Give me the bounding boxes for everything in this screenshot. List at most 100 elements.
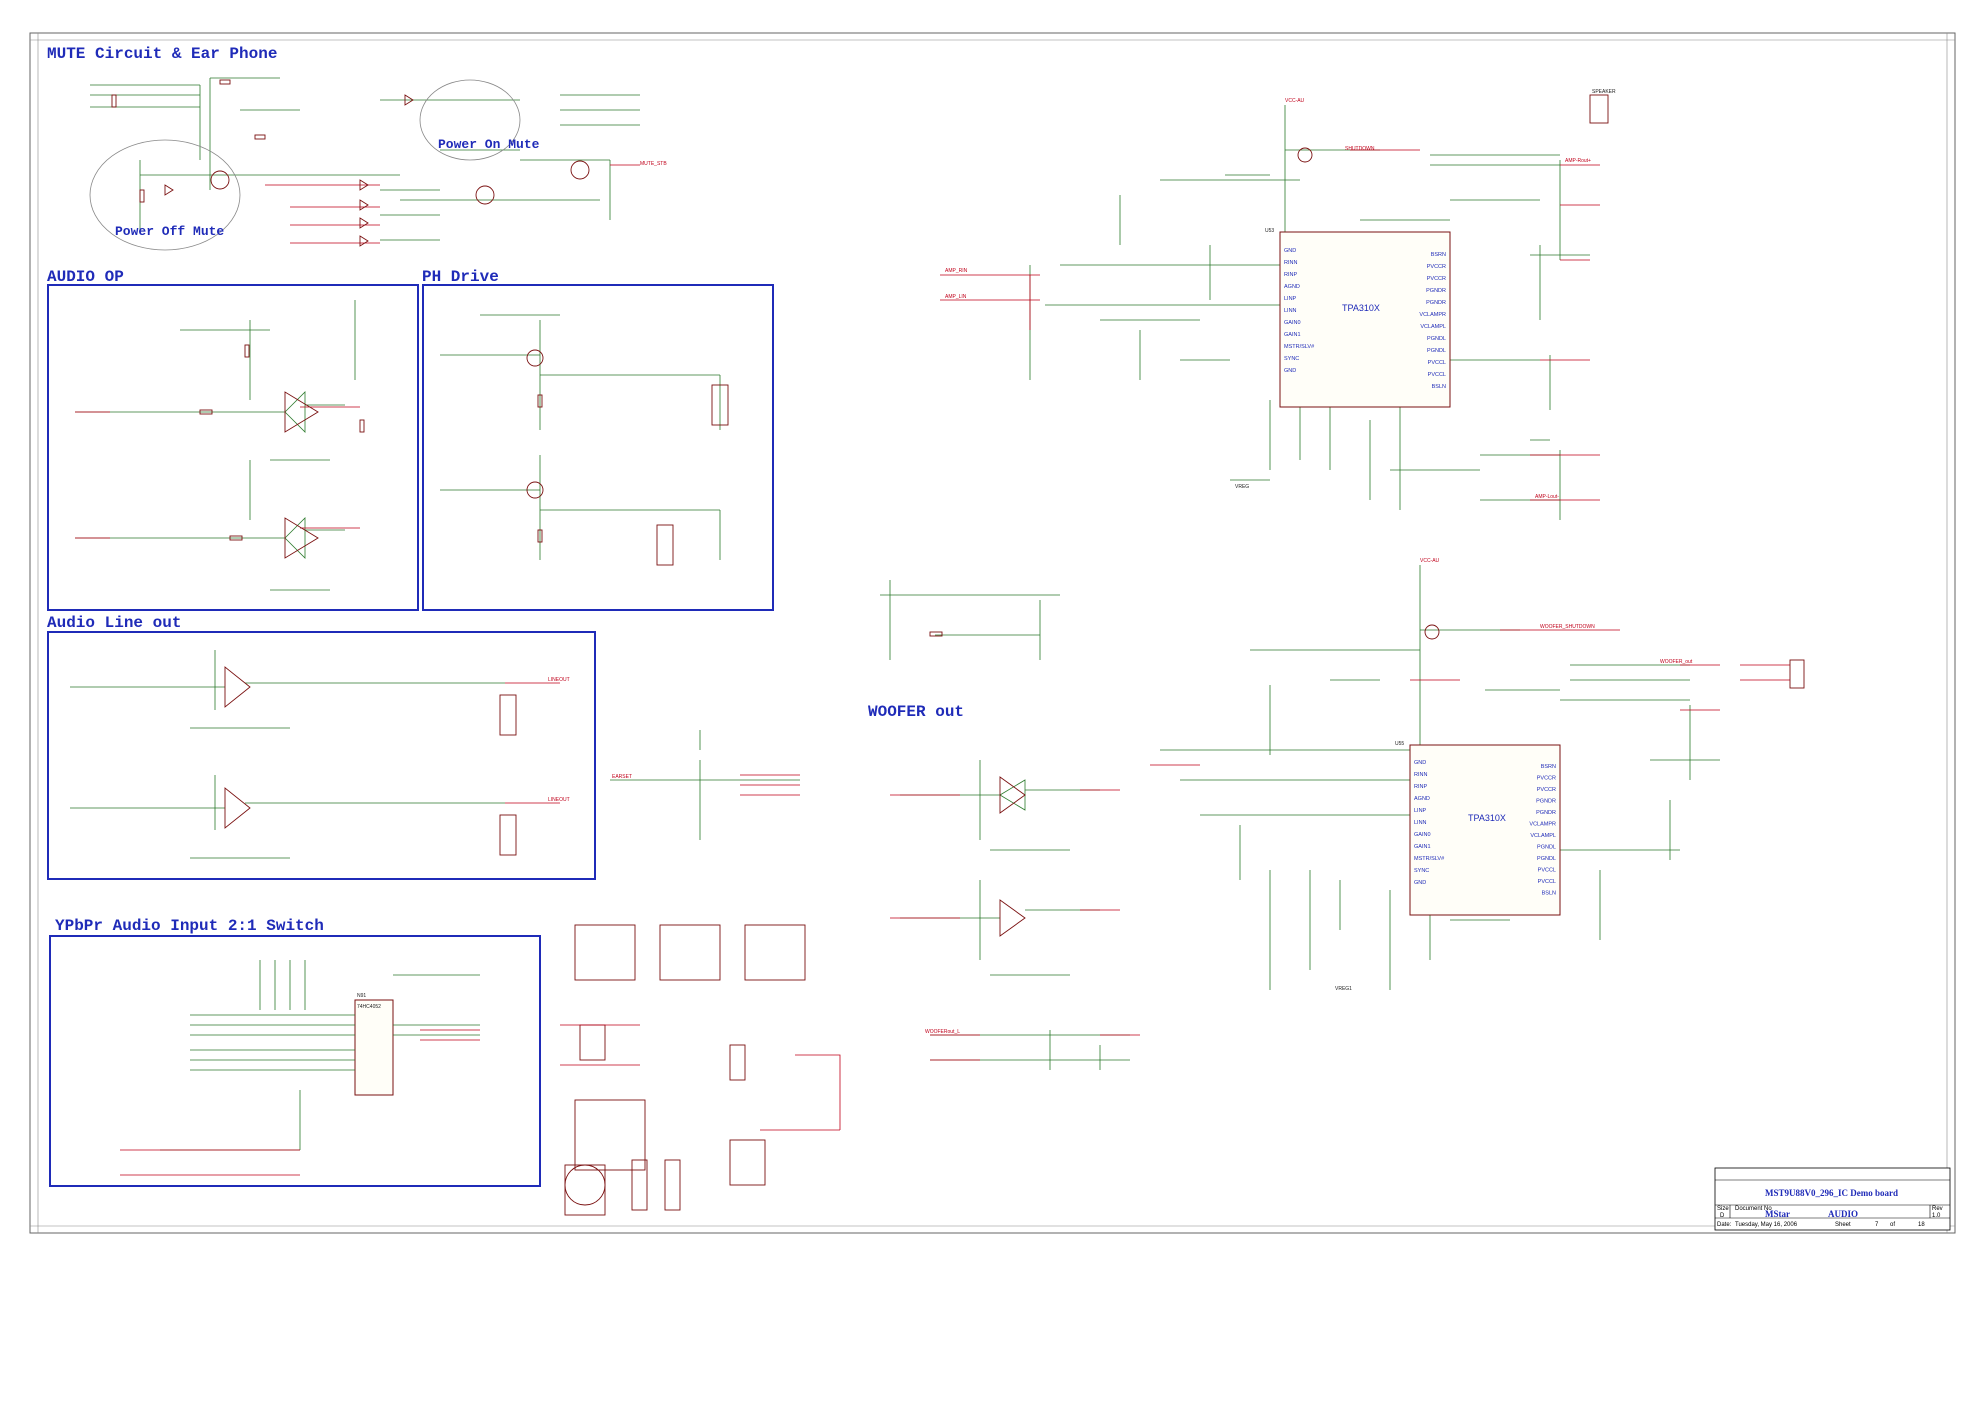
ic-pin-label: LINN	[1414, 820, 1427, 826]
ic-pin-label: PGNDR	[1426, 288, 1446, 294]
amp-top-body	[1279, 231, 1451, 408]
tb-of: 18	[1918, 1222, 1925, 1228]
tb-size: D	[1720, 1213, 1725, 1219]
tb-rev: 1.0	[1932, 1213, 1941, 1219]
net-vcc-au-bottom: VCC-AU	[1420, 558, 1440, 564]
note-power-on-mute: Power On Mute	[438, 137, 540, 152]
net-shutdown: SHUTDOWN	[1345, 146, 1375, 152]
ic-pin-label: GND	[1284, 248, 1296, 254]
ic-pin-label: PVCCR	[1427, 264, 1446, 270]
tb-project: MST9U88V0_296_IC Demo board	[1765, 1188, 1898, 1198]
frame-line-out	[47, 631, 596, 880]
svg-text:U53: U53	[1265, 228, 1274, 234]
ic-pin-label: PGNDR	[1426, 300, 1446, 306]
net-earset: EARSET	[612, 774, 632, 780]
section-title-ph-drive: PH Drive	[422, 268, 499, 286]
ic-pin-label: PGNDR	[1536, 810, 1556, 816]
amp-bottom-body	[1409, 744, 1561, 916]
ic-pin-label: RINN	[1414, 772, 1427, 778]
ic-pin-label: VCLAMPR	[1529, 822, 1556, 828]
net-woofer-shutdown: WOOFER_SHUTDOWN	[1540, 624, 1595, 630]
net-woofer-out: WOOFER_out	[1660, 659, 1693, 665]
ic-pin-label: PGNDR	[1536, 799, 1556, 805]
ic-pin-label: SYNC	[1284, 356, 1299, 362]
audio-op-circuit	[75, 300, 365, 591]
net-amp-lout: AMP-Lout-	[1535, 494, 1559, 500]
net-lineout-2: LINEOUT	[548, 797, 570, 803]
ic-pin-label: PVCCR	[1537, 776, 1556, 782]
woofer-circuit: WOOFERout_L	[880, 580, 1140, 1070]
net-vcc-au-top: VCC-AU	[1285, 98, 1305, 104]
svg-text:74HC4052: 74HC4052	[357, 1004, 381, 1010]
svg-text:Size: Size	[1717, 1206, 1729, 1212]
amp-bottom: TPA310X U55 GND RINN RINP AGND LINP LINN GAIN0…	[1150, 558, 1805, 992]
sheet-border	[29, 32, 1956, 1234]
ypbpr-circuit: N91 74HC4052	[120, 960, 480, 1176]
svg-text:Document No: Document No	[1735, 1206, 1772, 1212]
ic-pin-label: BSRN	[1541, 764, 1556, 770]
amp-bottom-label: TPA310X	[1468, 813, 1506, 823]
frame-audio-op	[47, 284, 419, 611]
ic-pin-label: AGND	[1414, 796, 1430, 802]
svg-text:Sheet: Sheet	[1835, 1222, 1851, 1228]
tb-logo: MStar	[1765, 1209, 1790, 1219]
net-woofer-in: WOOFERout_L	[925, 1029, 960, 1035]
svg-text:Rev: Rev	[1932, 1206, 1943, 1212]
section-title-mute: MUTE Circuit & Ear Phone	[47, 45, 277, 63]
section-title-audio-op: AUDIO OP	[47, 268, 124, 286]
ic-pin-label: MSTR/SLV#	[1414, 856, 1445, 862]
ic-pin-label: PGNDL	[1537, 845, 1556, 851]
ic-pin-label: GND	[1284, 368, 1296, 374]
ic-pin-label: LINP	[1284, 296, 1297, 302]
ic-pin-label: GAIN1	[1414, 844, 1431, 850]
ic-pin-label: PVCCL	[1428, 360, 1446, 366]
section-title-ypbpr: YPbPr Audio Input 2:1 Switch	[55, 917, 324, 935]
ic-pin-label: GAIN1	[1284, 332, 1301, 338]
ic-pin-label: BSLN	[1542, 891, 1556, 897]
tb-sheet: 7	[1875, 1222, 1879, 1228]
ic-pin-label: LINN	[1284, 308, 1297, 314]
ic-pin-label: SYNC	[1414, 868, 1429, 874]
ic-pin-label: LINP	[1414, 808, 1427, 814]
ic-pin-label: RINP	[1414, 784, 1427, 790]
note-power-off-mute: Power Off Mute	[115, 224, 224, 239]
ic-pin-label: GAIN0	[1284, 320, 1301, 326]
net-lineout-1: LINEOUT	[548, 677, 570, 683]
ic-pin-label: GND	[1414, 760, 1426, 766]
svg-text:U55: U55	[1395, 741, 1404, 747]
ic-pin-label: MSTR/SLV#	[1284, 344, 1315, 350]
ic-pin-label: VCLAMPL	[1420, 324, 1446, 330]
ic-pin-label: VCLAMPL	[1530, 833, 1556, 839]
ic-pin-label: PGNDL	[1427, 348, 1446, 354]
ic-pin-label: RINN	[1284, 260, 1297, 266]
ic-pin-label: PVCCL	[1538, 868, 1556, 874]
tb-date: Tuesday, May 16, 2006	[1735, 1222, 1798, 1228]
ic-pin-label: GAIN0	[1414, 832, 1431, 838]
ic-pin-label: GND	[1414, 880, 1426, 886]
title-block: MST9U88V0_296_IC Demo board Size D Docum…	[1714, 1167, 1951, 1231]
earset-circuit: EARSET	[610, 730, 800, 840]
amp-top: TPA310X U53 GNDRINNRINPAGNDLINPLINNGAIN0…	[940, 89, 1616, 520]
amp-top-label: TPA310X	[1342, 303, 1380, 313]
frame-ypbpr	[49, 935, 541, 1187]
ic-pin-label: PVCCR	[1537, 787, 1556, 793]
mute-circuit: Power Off Mute Power On Mute MUTE_STB	[89, 77, 667, 251]
pads-area	[560, 924, 841, 1216]
ic-pin-label: PGNDL	[1537, 856, 1556, 862]
section-title-line-out: Audio Line out	[47, 614, 181, 632]
ic-pin-label: PVCCL	[1538, 879, 1556, 885]
net-vreg1: VREG1	[1335, 986, 1352, 992]
section-title-woofer: WOOFER out	[868, 703, 964, 721]
net-mute-stb: MUTE_STB	[640, 161, 667, 167]
net-amp-lin: AMP_LIN	[945, 294, 967, 300]
line-out-circuit: LINEOUT LINEOUT	[70, 650, 570, 859]
net-amp-rin: AMP_RIN	[945, 268, 968, 274]
frame-ph-drive	[422, 284, 774, 611]
ic-pin-label: PVCCL	[1428, 372, 1446, 378]
net-vreg: VREG	[1235, 484, 1249, 490]
switch-ic	[354, 999, 394, 1096]
net-amp-rout: AMP-Rout+	[1565, 158, 1591, 164]
tb-title: AUDIO	[1828, 1209, 1858, 1219]
ic-pin-label: BSRN	[1431, 252, 1446, 258]
